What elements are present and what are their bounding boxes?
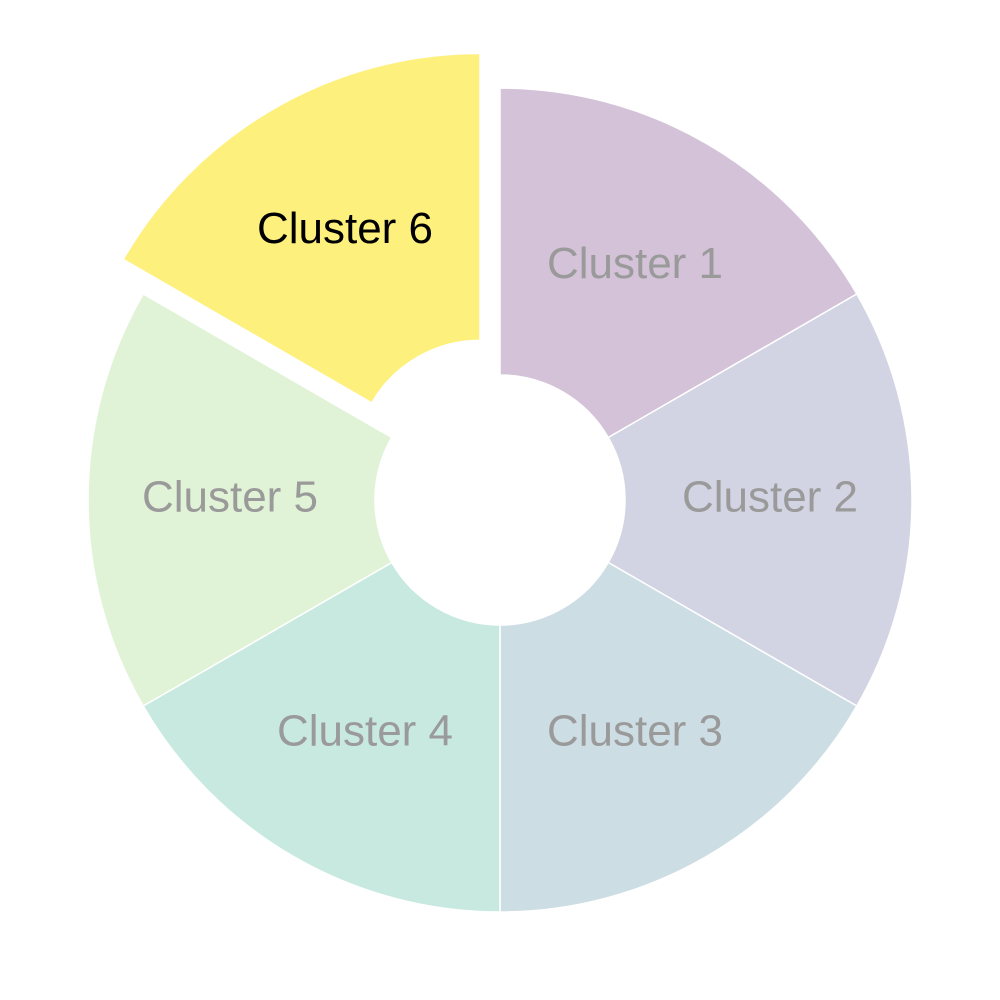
slice-label-cluster-1: Cluster 1 bbox=[547, 239, 723, 288]
slice-cluster-3 bbox=[499, 561, 858, 913]
slice-cluster-5 bbox=[87, 292, 393, 708]
slice-label-cluster-4: Cluster 4 bbox=[277, 706, 453, 755]
slice-label-cluster-6: Cluster 6 bbox=[257, 204, 433, 253]
slice-label-cluster-5: Cluster 5 bbox=[142, 473, 318, 522]
slice-cluster-6 bbox=[122, 52, 481, 404]
slice-cluster-4 bbox=[142, 561, 501, 913]
slice-cluster-2 bbox=[607, 292, 913, 708]
labels-group: Cluster 1 Cluster 2 Cluster 3 Cluster 4 Clus… bbox=[142, 204, 858, 755]
slice-label-cluster-2: Cluster 2 bbox=[682, 473, 858, 522]
slice-label-cluster-3: Cluster 3 bbox=[547, 706, 723, 755]
slice-cluster-1 bbox=[499, 87, 858, 439]
slices-group bbox=[87, 52, 913, 913]
